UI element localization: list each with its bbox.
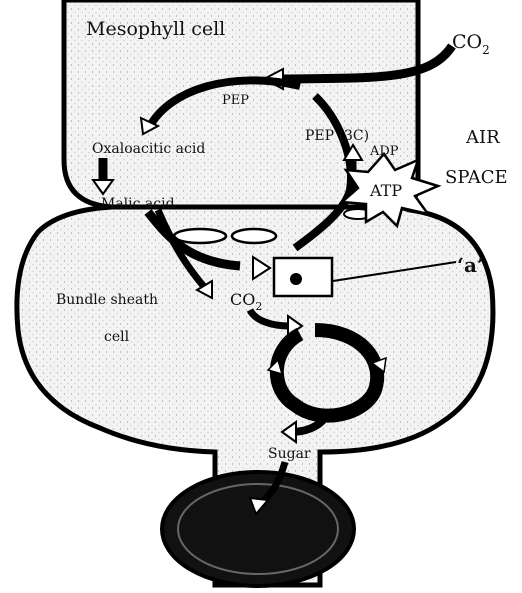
bundle-sheath-label: Bundle sheath: [56, 292, 158, 308]
sugar-label: Sugar: [268, 446, 311, 462]
malic-acid-label: Malic acid: [101, 196, 175, 212]
space-label: SPACE: [445, 167, 508, 188]
co2-entry-label: CO2: [452, 31, 490, 57]
plasmodesma-1: [174, 229, 226, 243]
bundle-sheath-cell-label: cell: [104, 329, 130, 345]
mesophyll-cell-label: Mesophyll cell: [86, 18, 225, 40]
adp-label: ADP: [369, 144, 399, 159]
plasmodesma-2: [232, 229, 276, 243]
vascular-bundle: [162, 472, 354, 586]
organelle-a: [274, 258, 332, 296]
pep-label: PEP: [222, 93, 249, 108]
organelle-a-label: ‘a’: [457, 253, 484, 277]
pep-3c-label: PEP (3C): [305, 128, 369, 144]
atp-label: ATP: [369, 181, 402, 200]
air-label: AIR: [465, 127, 500, 148]
oxaloacitic-acid-label: Oxaloacitic acid: [92, 141, 205, 157]
